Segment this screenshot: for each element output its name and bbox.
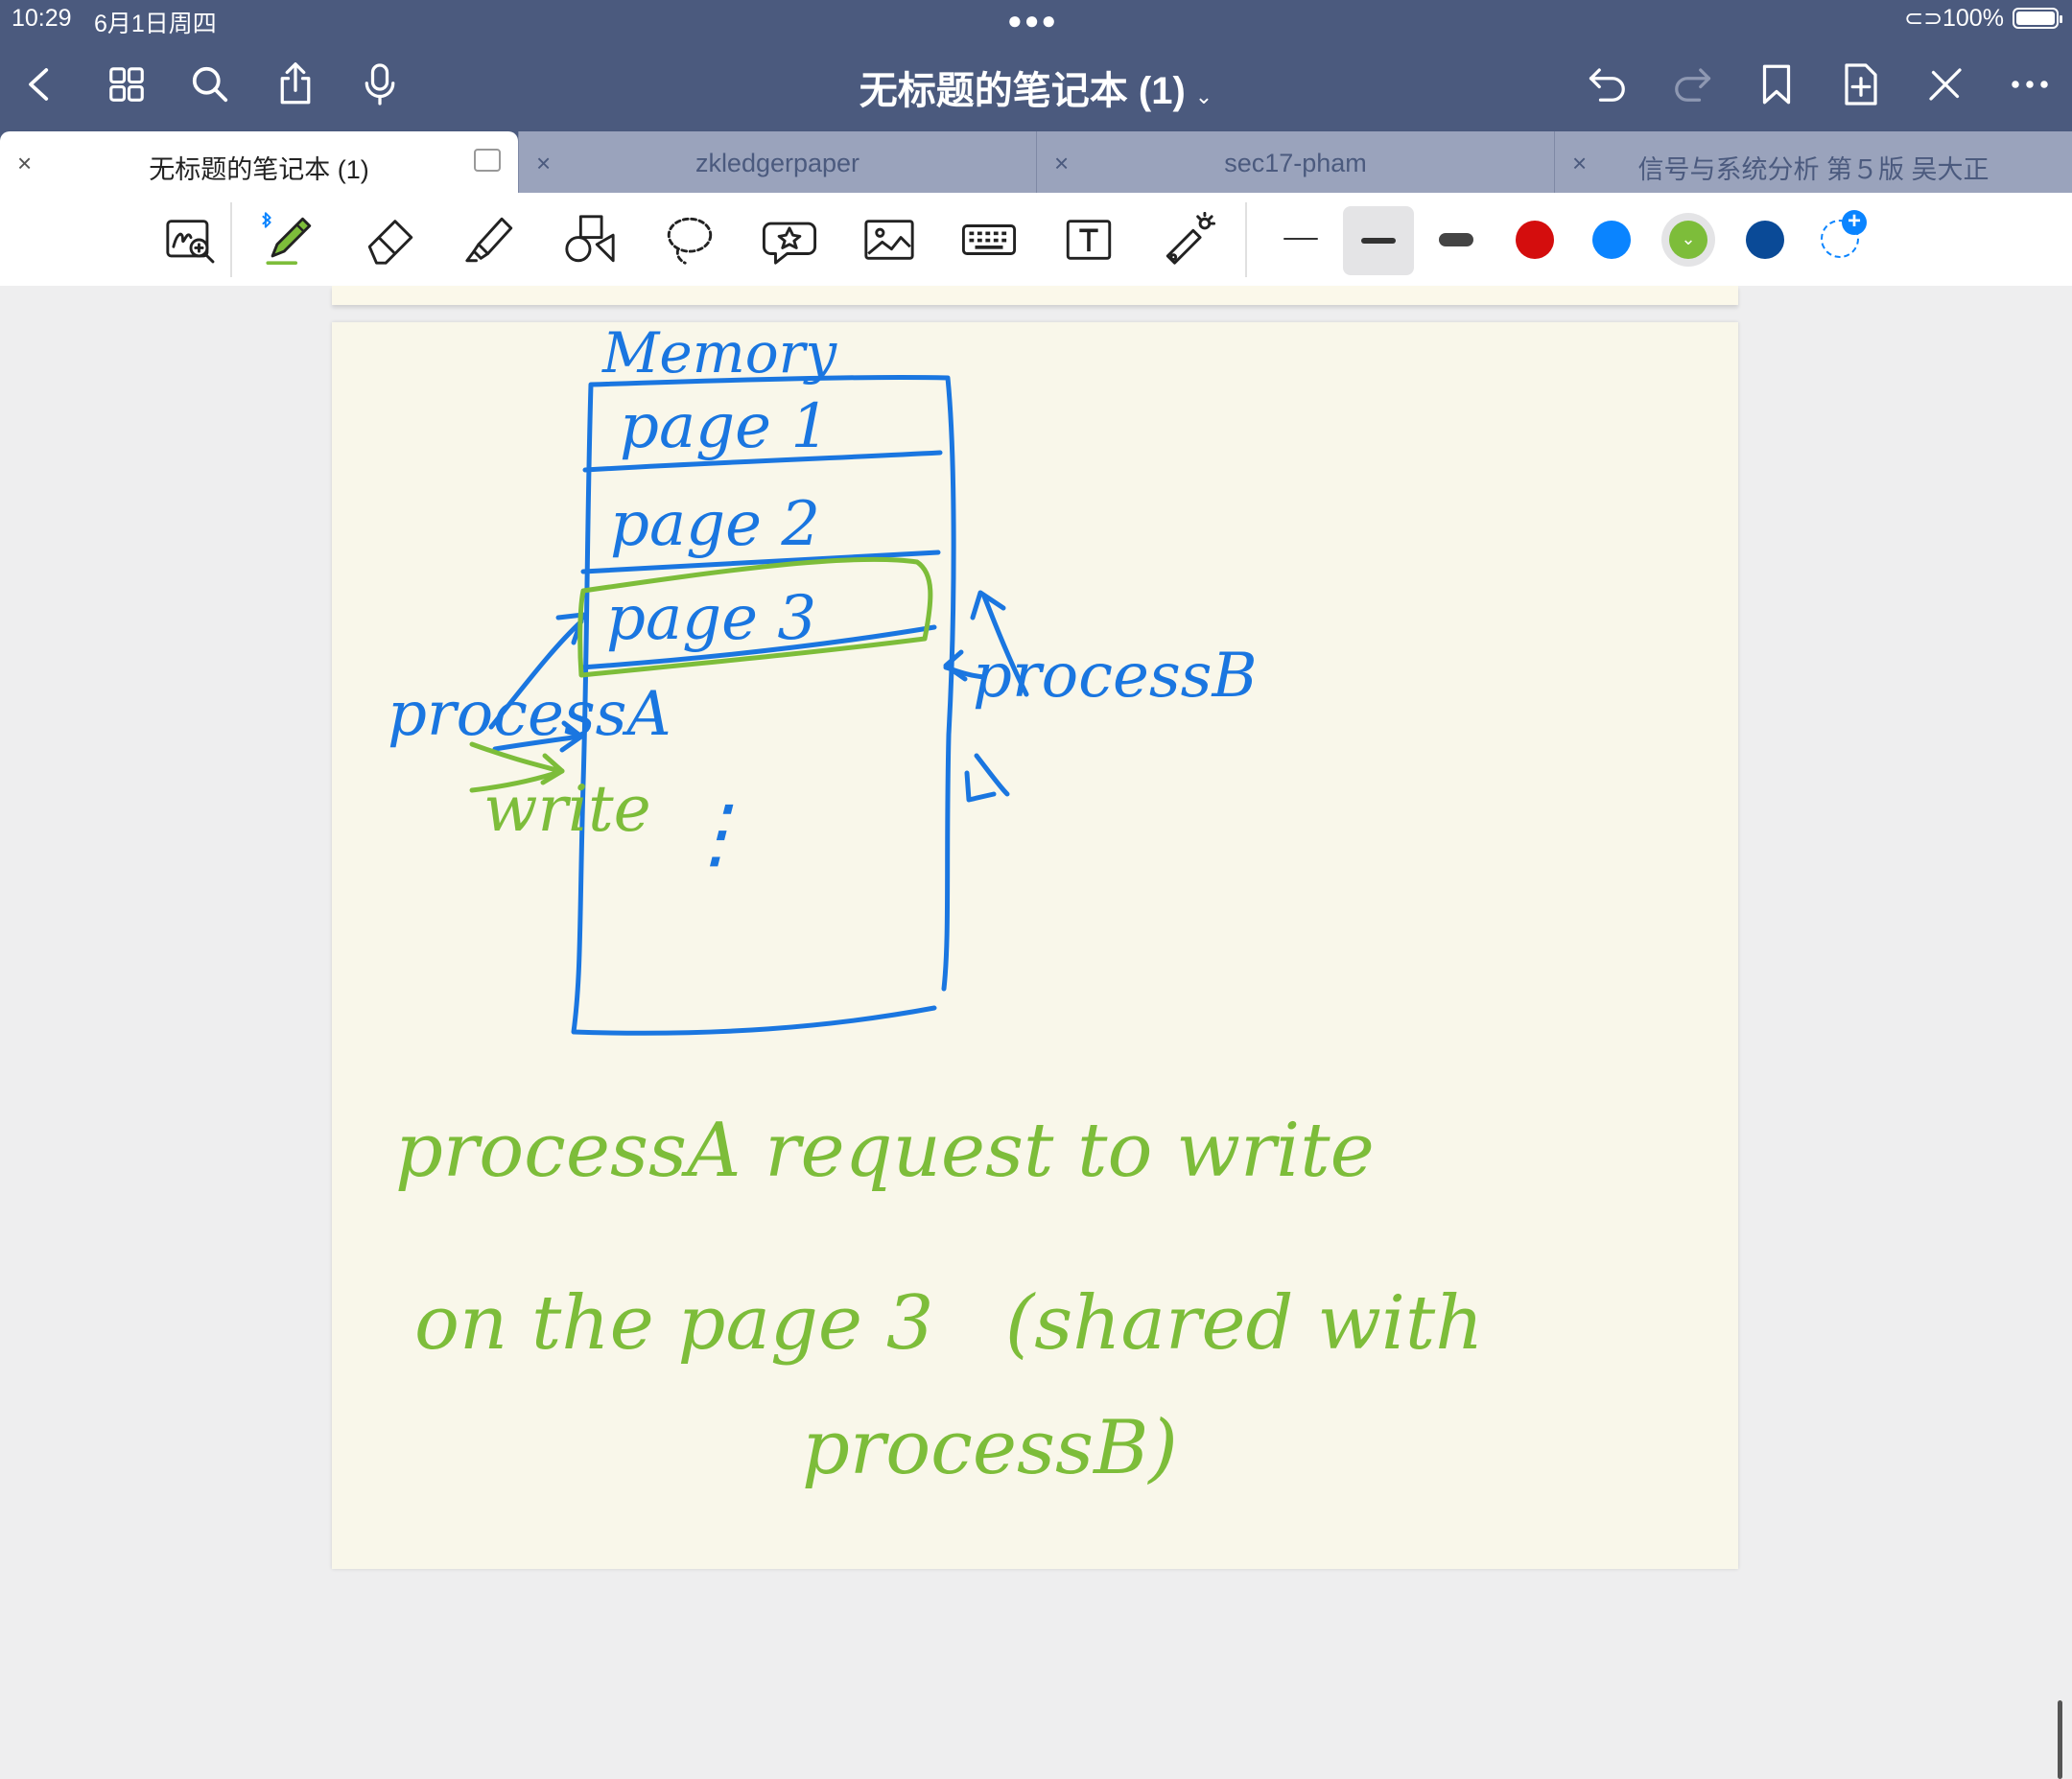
add-color-icon[interactable]: + [1821,210,1867,258]
battery-percent: 100% [1942,5,2004,32]
tab-untitled-notebook[interactable]: × 无标题的笔记本 (1) [0,131,518,193]
chevron-down-icon: ⌄ [1669,221,1707,259]
note-line-3: processB) [802,1405,1178,1491]
note-page[interactable]: Memory page 1 page 2 page 3 processA pro… [332,322,1738,1569]
pen-icon[interactable] [259,210,318,269]
ellipsis-label: ⋮ [677,788,754,878]
tab-close-icon[interactable]: × [536,149,552,177]
status-date: 6月1日周四 [94,11,217,37]
tab-signals-systems[interactable]: × 信号与系统分析 第５版 吴大正 [1554,131,2072,193]
keyboard-icon[interactable] [959,210,1019,269]
color-blue[interactable] [1592,221,1631,259]
color-navy[interactable] [1746,221,1784,259]
chevron-down-icon: ⌄ [1194,84,1213,108]
processA-label: processA [388,679,671,750]
tab-sec17-pham[interactable]: × sec17-pham [1036,131,1554,193]
write-label: write [483,772,651,846]
note-line-2: on the page 3 (shared with [414,1280,1484,1367]
status-time: 10:29 [12,5,72,32]
redo-icon[interactable] [1665,58,1719,111]
undo-icon[interactable] [1581,58,1635,111]
memory-label: Memory [601,322,837,386]
multitask-dots-icon[interactable]: ●●● [1007,6,1059,35]
handwriting-layer: Memory page 1 page 2 page 3 processA pro… [388,322,1484,1491]
zoom-window-icon[interactable] [161,210,221,269]
stroke-medium-selected[interactable] [1343,206,1414,275]
search-icon[interactable] [183,58,237,111]
microphone-icon[interactable] [353,58,407,111]
drawing-toolbar: ⌄ + [0,193,2072,287]
share-icon[interactable] [269,58,322,111]
more-icon[interactable] [2003,58,2057,111]
laser-pointer-icon[interactable] [1159,210,1218,269]
previous-page [332,286,1738,305]
tab-bar: × 无标题的笔记本 (1) × zkledgerpaper × sec17-ph… [0,131,2072,193]
image-icon[interactable] [859,210,919,269]
processB-label: processB [973,641,1258,712]
note-line-1: processA request to write [395,1108,1375,1194]
highlighter-icon[interactable] [460,210,520,269]
color-green-selected[interactable]: ⌄ [1661,213,1715,267]
close-pen-icon[interactable] [1919,58,1972,111]
tab-label: sec17-pham [1224,149,1367,177]
shapes-icon[interactable] [560,210,620,269]
blue-ink-strokes [488,374,1029,1036]
tab-zkledgerpaper[interactable]: × zkledgerpaper [518,131,1036,193]
tab-close-icon[interactable]: × [17,149,33,177]
tab-close-icon[interactable]: × [1054,149,1070,177]
handwritten-labels: Memory page 1 page 2 page 3 processA pro… [388,322,1484,1491]
grid-icon[interactable] [100,58,153,111]
scrollbar[interactable] [2058,1700,2062,1779]
sticker-icon[interactable] [760,210,819,269]
link-icon: ⊂⊃ [1904,6,1943,32]
page2-label: page 2 [610,489,820,560]
back-icon[interactable] [13,58,67,111]
add-page-icon[interactable] [1834,58,1888,111]
notebook-title-text: 无标题的笔记本 (1) [859,70,1186,112]
tab-label: 无标题的笔记本 (1) [149,155,369,184]
eraser-icon[interactable] [361,210,420,269]
stroke-thick[interactable] [1439,233,1473,246]
page1-label: page 1 [620,391,830,462]
color-red[interactable] [1516,221,1554,259]
note-canvas[interactable]: Memory page 1 page 2 page 3 processA pro… [0,286,2072,1779]
tab-label: 信号与系统分析 第５版 吴大正 [1637,155,1990,184]
lasso-icon[interactable] [660,210,719,269]
status-bar: 10:29 6月1日周四 ●●● ⊂⊃ 100% [0,0,2072,38]
notebook-title[interactable]: 无标题的笔记本 (1) ⌄ [0,59,2072,115]
split-view-icon[interactable] [474,149,501,172]
navigation-bar: 无标题的笔记本 (1) ⌄ [0,38,2072,131]
battery-icon [2013,8,2062,29]
bookmark-icon[interactable] [1750,58,1803,111]
tab-close-icon[interactable]: × [1572,149,1588,177]
stroke-thin[interactable] [1283,238,1318,240]
page3-label: page 3 [606,583,816,654]
top-bar: 10:29 6月1日周四 ●●● ⊂⊃ 100% 无标题的笔记本 (1) ⌄ [0,0,2072,131]
green-ink-strokes [469,556,933,793]
tab-label: zkledgerpaper [695,149,860,177]
text-box-icon[interactable] [1059,210,1118,269]
